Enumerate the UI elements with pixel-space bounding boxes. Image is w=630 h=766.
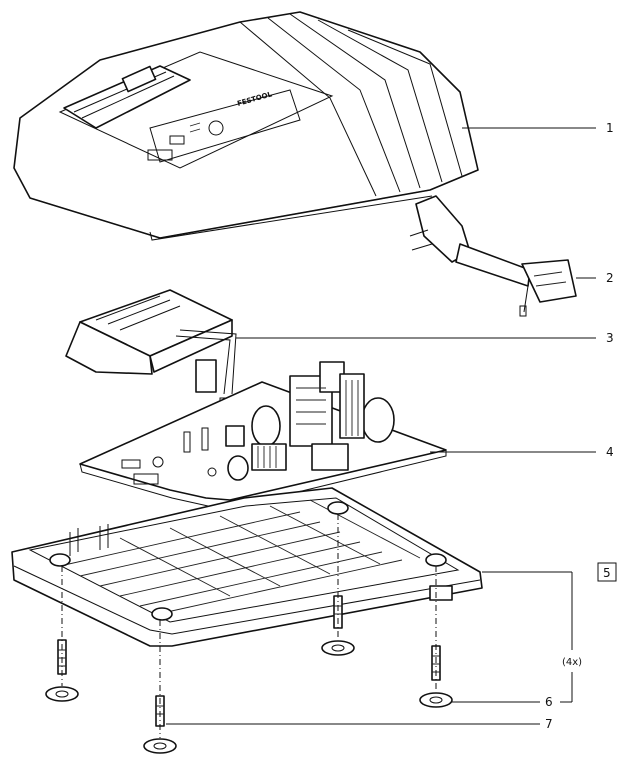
callout-2: 2 [606,271,614,285]
quantity-note: (4x) [562,657,582,668]
assembly-axis-lines [61,514,437,738]
callout-5-box [597,562,617,582]
callout-5: 5 [603,566,611,580]
callout-1: 1 [606,121,614,135]
callout-4: 4 [606,445,614,459]
callout-6: 6 [545,695,553,709]
quantity-bracket: (4x) [560,572,582,703]
part-4-circuit-board [79,361,596,509]
callout-7: 7 [545,717,553,731]
part-1-charger-housing: FESTOOL [13,11,596,241]
callout-3: 3 [606,331,614,345]
part-6-foot-pads [45,640,540,754]
part-2-power-plug [409,195,596,317]
part-3-contact-holder [65,289,596,409]
part-5-base-plate [11,487,572,647]
